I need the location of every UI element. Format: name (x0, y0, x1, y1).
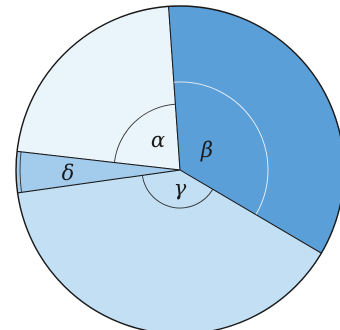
sector-alpha-angle-arc (113, 103, 176, 163)
sector-beta-label: β (200, 138, 213, 162)
sector-delta-label: δ (62, 161, 75, 185)
sector-alpha-label: α (151, 128, 165, 152)
sector-gamma-angle-arc (141, 175, 214, 209)
sector-gamma-label: γ (174, 176, 187, 200)
circle-outline (15, 5, 340, 330)
sector-beta-angle-arc (173, 81, 269, 215)
sector-alpha: α (16, 5, 181, 171)
sector-delta-angle-arc (19, 151, 23, 193)
